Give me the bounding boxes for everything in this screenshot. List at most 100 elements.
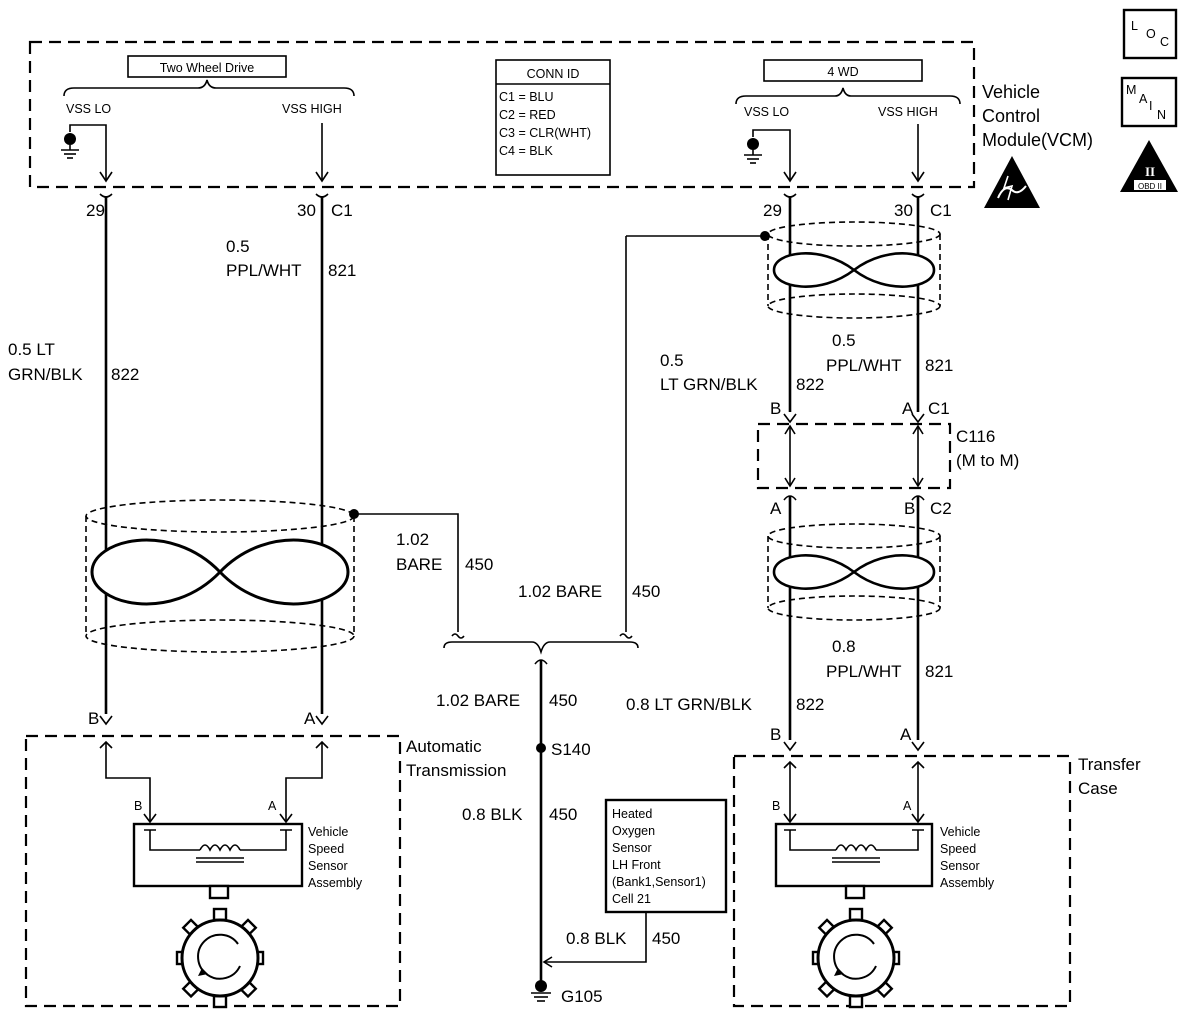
center-blk-num: 450 [549,805,577,824]
vcm-boundary [28,40,976,189]
left-pin29: 29 [86,201,105,220]
four-wd-brace [735,87,961,105]
heated-sensor-6: Cell 21 [612,892,651,906]
drain-collector-brace [443,641,639,655]
left-bare-num: 450 [465,555,493,574]
right-reluctor-wheel-icon [811,907,901,1009]
svg-text:O: O [1146,27,1156,41]
left-pin-b: B [88,709,99,728]
right-pin-a-top: A [902,399,914,418]
right-821b-gauge: 0.8 [832,637,856,656]
ground-icon [744,138,762,164]
two-wd-label: Two Wheel Drive [160,61,255,75]
left-sensor-coil-icon [199,844,241,852]
right-822-color: LT GRN/BLK [660,375,758,394]
left-sensor-name-3: Sensor [308,859,348,873]
left-sensor-b: B [134,799,142,813]
left-sensor-b-line [105,742,151,822]
left-821-color: PPL/WHT [226,261,302,280]
svg-text:L: L [1131,19,1138,33]
center-circuit: 1.02 BARE 450 1.02 BARE 450 S140 0.8 BLK… [436,231,770,1006]
center-blk-gauge: 0.8 BLK [462,805,523,824]
left-pin30: 30 [297,201,316,220]
two-wd-brace [63,79,355,97]
svg-text:A: A [1139,92,1148,106]
right-821-gauge: 0.5 [832,331,856,350]
main-icon: M A I N [1120,76,1178,128]
right-vss-sensor [774,822,934,900]
c116-connector-box [756,422,952,490]
right-shield-top [767,221,941,319]
conn-id-c4: C4 = BLK [499,144,554,158]
left-vss-lo: VSS LO [66,102,111,116]
heated-o2-sensor-box [604,798,728,914]
transfer-case-label-2: Case [1078,779,1118,798]
right-lo-input-line [752,129,791,180]
right-sensor-coil-icon [835,844,877,852]
right-sensor-name-1: Vehicle [940,825,980,839]
left-high-arrow-icon [315,171,329,183]
right-b-terminal-icon-2 [783,741,797,752]
right-a-terminal-icon-2 [911,741,925,752]
right-pin-b-top: B [770,399,781,418]
heated-sensor-5: (Bank1,Sensor1) [612,875,706,889]
svg-text:M: M [1126,83,1136,97]
right-pin30: 30 [894,201,913,220]
ground-label: G105 [561,987,603,1006]
right-c1: C1 [928,399,950,418]
left-sensor-name-2: Speed [308,842,344,856]
right-sensor-a: A [903,799,912,813]
heated-sensor-3: Sensor [612,841,652,855]
ground-icon [61,133,79,159]
left-vss-sensor [132,822,304,900]
right-twist-pair-bot [772,554,936,590]
left-sensor-name-1: Vehicle [308,825,348,839]
c116-sub: (M to M) [956,451,1019,470]
vcm-label-3: Module(VCM) [982,130,1093,150]
obd-ii-icon: II OBD II [1120,140,1178,192]
left-sensor-a-line [285,742,323,822]
heated-sensor-4: LH Front [612,858,661,872]
left-bare-label: BARE [396,555,442,574]
conn-id-box [495,59,611,176]
left-drain-wire [354,513,459,632]
transfer-case-label-1: Transfer [1078,755,1141,774]
left-sensor-name-4: Assembly [308,876,363,890]
left-shield [85,499,355,653]
right-pin-a-bot: A [770,499,782,518]
splice-label: S140 [551,740,591,759]
left-drain-break-icon [451,633,465,639]
center-blk2-gauge: 0.8 BLK [566,929,627,948]
transfer-case-boundary [732,754,1072,1008]
left-circuit: 29 30 C1 0.5 PPL/WHT 821 0.5 LT GRN/BLK … [8,193,506,1009]
svg-text:I: I [1149,99,1152,113]
right-822b: 0.8 LT GRN/BLK [626,695,753,714]
auto-trans-label-1: Automatic [406,737,482,756]
right-821-num: 821 [925,356,953,375]
left-821-num: 821 [328,261,356,280]
left-lo-arrow-icon [99,171,113,183]
right-822-gauge: 0.5 [660,351,684,370]
two-wd-box [127,55,287,78]
center-bare-down: 1.02 BARE [436,691,520,710]
left-822-num: 822 [111,365,139,384]
center-bare-mid: 1.02 BARE [518,582,602,601]
right-c1-top: C1 [930,201,952,220]
conn-id-c3: C3 = CLR(WHT) [499,126,591,140]
right-drain-break-icon [619,633,633,639]
right-pin-b-bot: B [904,499,915,518]
c116-label: C116 [956,427,995,446]
right-822-num: 822 [796,375,824,394]
ground-g105-icon [531,980,551,1002]
heated-sensor-arrow-icon [542,956,553,968]
conn-id-title: CONN ID [527,67,580,81]
right-vss-lo: VSS LO [744,105,789,119]
right-pin-a: A [900,725,912,744]
left-b-terminal-icon [99,715,113,726]
right-821b-num: 821 [925,662,953,681]
left-sensor-b-arrow-icon [143,813,157,824]
right-sensor-name-2: Speed [940,842,976,856]
auto-trans-label-2: Transmission [406,761,506,780]
four-wd-label: 4 WD [827,65,858,79]
